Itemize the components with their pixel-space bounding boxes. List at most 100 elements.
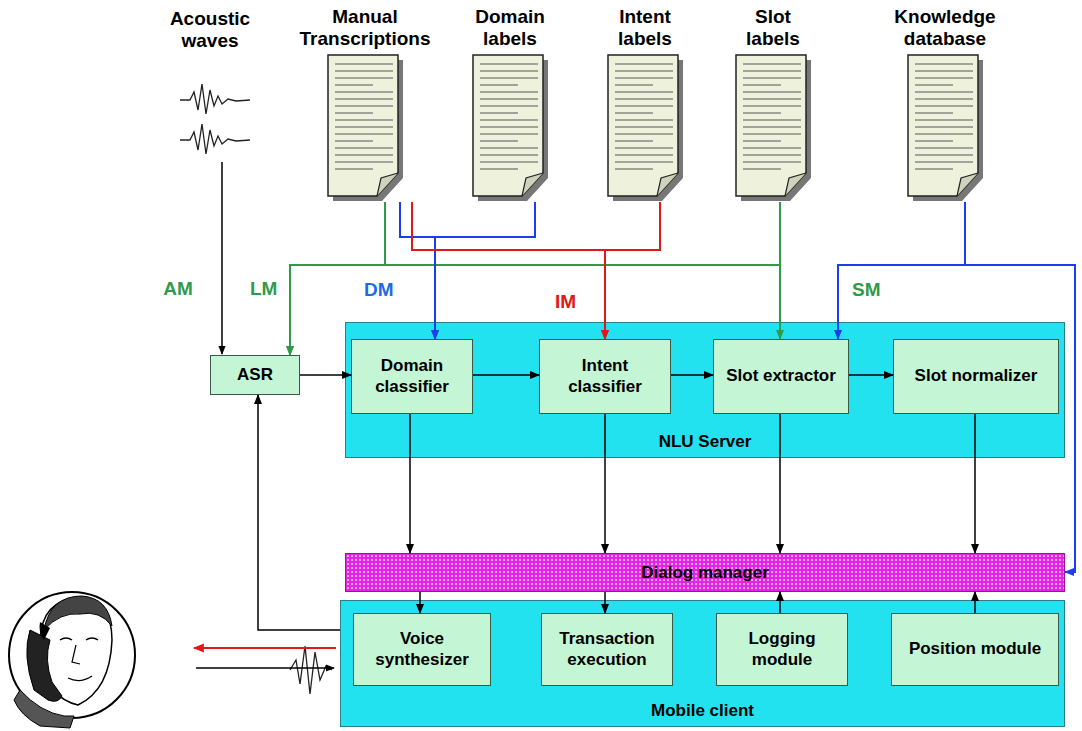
edge-label: IM	[553, 292, 578, 313]
text-line	[335, 92, 393, 93]
text-line	[743, 127, 801, 128]
document-page	[327, 54, 405, 202]
text-line	[743, 64, 801, 65]
box-label: Position module	[909, 639, 1041, 659]
connector	[412, 202, 605, 339]
connector	[258, 395, 340, 630]
connector	[965, 202, 1075, 572]
model-label: AM	[158, 278, 198, 300]
manager-band: Dialog manager	[345, 553, 1065, 592]
document-icon: Slot labels	[733, 6, 813, 202]
text-line	[615, 134, 673, 135]
text-line	[915, 141, 953, 142]
connector	[409, 414, 411, 553]
process-box: Domain classifier	[351, 339, 473, 414]
connector	[974, 592, 976, 613]
server-band: Mobile client Voice synthesizer Transactio…	[340, 600, 1065, 727]
text-line	[915, 162, 973, 163]
text-line	[335, 78, 393, 79]
text-line	[480, 113, 518, 114]
document-page	[607, 54, 685, 202]
text-line	[915, 85, 953, 86]
text-line	[335, 113, 373, 114]
text-line	[615, 71, 673, 72]
page-fold	[657, 173, 678, 196]
edge-label: DM	[362, 280, 396, 301]
text-line	[480, 162, 538, 163]
connector	[473, 374, 539, 376]
text-line	[480, 169, 518, 170]
text-line	[480, 148, 538, 149]
text-line	[915, 113, 953, 114]
text-line	[335, 155, 393, 156]
text-line	[480, 78, 538, 79]
process-box: ASR	[210, 355, 300, 395]
text-line	[480, 71, 538, 72]
text-line	[915, 99, 973, 100]
text-line	[615, 155, 673, 156]
manager-label: Dialog manager	[641, 563, 769, 583]
connector	[604, 414, 606, 553]
edge-label: LM	[248, 279, 279, 300]
text-line	[915, 155, 973, 156]
text-line	[480, 85, 518, 86]
text-line	[915, 134, 973, 135]
text-line	[915, 106, 973, 107]
text-line	[615, 64, 673, 65]
process-box: Transaction execution	[541, 613, 673, 686]
connector	[435, 202, 535, 339]
text-line	[615, 106, 673, 107]
text-line	[480, 92, 538, 93]
connector	[779, 592, 781, 613]
text-line	[743, 148, 801, 149]
text-line	[335, 71, 393, 72]
am-arrow	[221, 162, 223, 354]
text-line	[615, 127, 673, 128]
document-heading: Manual Transcriptions	[290, 6, 440, 50]
text-line	[743, 113, 781, 114]
text-line	[915, 71, 973, 72]
connector	[605, 202, 660, 339]
band-label-row: Mobile client	[341, 701, 1064, 721]
process-box: Intent classifier	[539, 339, 671, 414]
page-fold	[377, 173, 398, 196]
text-line	[615, 169, 653, 170]
connector	[290, 202, 780, 355]
waveform	[180, 84, 250, 114]
band-label: NLU Server	[659, 432, 752, 451]
process-box: Voice synthesizer	[353, 613, 491, 686]
document-page	[735, 54, 813, 202]
text-line	[743, 120, 801, 121]
document-heading: Slot labels	[733, 6, 813, 50]
text-line	[335, 64, 393, 65]
page-sheet	[328, 55, 398, 196]
text-line	[335, 162, 393, 163]
text-line	[743, 106, 801, 107]
connector	[779, 414, 781, 553]
band-label-row: NLU Server	[346, 432, 1064, 452]
text-line	[480, 134, 538, 135]
connector	[300, 374, 351, 376]
text-line	[743, 141, 781, 142]
text-line	[915, 148, 973, 149]
voice-wave	[290, 646, 332, 694]
text-line	[915, 64, 973, 65]
text-line	[480, 141, 518, 142]
text-line	[335, 127, 393, 128]
text-line	[335, 134, 393, 135]
text-line	[480, 99, 538, 100]
text-line	[915, 78, 973, 79]
text-line	[615, 92, 673, 93]
text-line	[335, 85, 373, 86]
text-line	[480, 127, 538, 128]
page-fold	[785, 173, 806, 196]
text-line	[915, 120, 973, 121]
text-line	[743, 78, 801, 79]
page-sheet	[473, 55, 543, 196]
text-line	[335, 106, 393, 107]
document-page	[472, 54, 550, 202]
text-line	[480, 155, 538, 156]
document-icon: Intent labels	[595, 6, 695, 202]
document-page	[907, 54, 985, 202]
